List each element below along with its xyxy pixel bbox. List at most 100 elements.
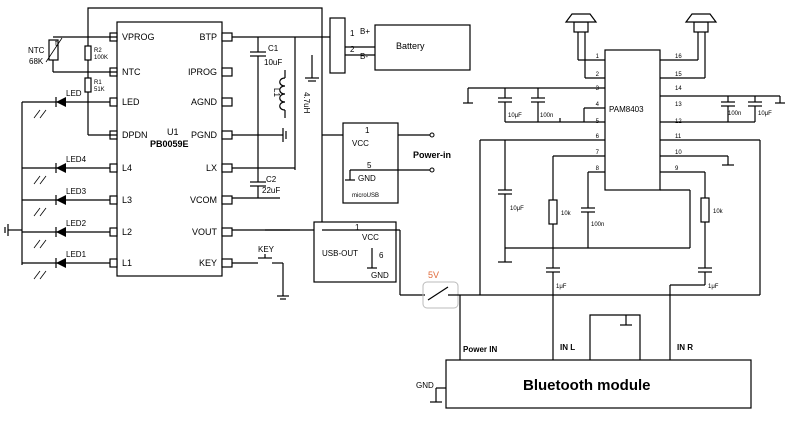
pam8403-body xyxy=(604,49,661,191)
microusb-pin5: 5 xyxy=(367,161,372,170)
bt-gnd: GND xyxy=(416,381,434,390)
usbout-vcc: VCC xyxy=(362,233,379,242)
bt-in-l: IN L xyxy=(560,343,575,352)
bt-in-r: IN R xyxy=(677,343,693,352)
battery-label: Battery xyxy=(396,41,425,51)
speaker-left xyxy=(564,13,605,79)
usbout-name: USB-OUT xyxy=(322,249,358,258)
pam-right-supply: 100n 10μF xyxy=(660,95,785,173)
pam8403-name: PAM8403 xyxy=(609,105,644,114)
r2-value: 100K xyxy=(94,55,108,61)
power-in-label: Power-in xyxy=(413,150,451,160)
led-diode xyxy=(56,97,66,107)
bt-name: Bluetooth module xyxy=(523,377,651,394)
microusb-pin1: 1 xyxy=(365,126,370,135)
led-led2: LED2 xyxy=(22,219,110,249)
top-rail-wire xyxy=(87,7,323,231)
u1-name: PB0059E xyxy=(150,139,189,149)
pam-pin-num: 7 xyxy=(596,150,600,156)
led-diode xyxy=(56,227,66,237)
c1-ref: C1 xyxy=(268,44,279,53)
u1-pin-stub xyxy=(221,227,233,237)
bluetooth-module: Bluetooth module Power IN IN L IN R GND xyxy=(416,343,752,409)
led-led1: LED1 xyxy=(22,250,110,280)
battery-pin1: 1 xyxy=(350,29,355,38)
battery-bplus: B+ xyxy=(360,27,370,36)
led-diode xyxy=(56,258,66,268)
pam-pin-num: 14 xyxy=(675,86,682,92)
c2-value: 22uF xyxy=(262,186,280,195)
cap-100n-left: 100n xyxy=(540,113,553,119)
r1-resistor xyxy=(84,77,92,93)
c1-value: 10uF xyxy=(264,58,282,67)
u1-pin-l4: L4 xyxy=(122,163,132,173)
u1-pin-stub xyxy=(221,195,233,205)
u1-pin-led: LED xyxy=(122,97,140,107)
u1-pin-stub xyxy=(221,32,233,42)
battery-box xyxy=(374,24,471,71)
pam-pin-num: 2 xyxy=(596,72,600,78)
pam-pin-num: 3 xyxy=(596,86,600,92)
ntc-value: 68K xyxy=(29,57,44,66)
vcc-terminal xyxy=(429,132,435,138)
ntc-t: t xyxy=(55,39,58,48)
pam-input-network: 10μF 10k 1μF 100n 10k 1μF xyxy=(479,139,761,360)
led-led3: LED3 xyxy=(22,187,110,217)
u1-pin-dpdn: DPDN xyxy=(122,130,148,140)
u1-pin-stub xyxy=(221,163,233,173)
ntc-network: R2 100K R1 51K NTC 68K t xyxy=(28,36,117,136)
usbout-pin6: 6 xyxy=(379,251,384,260)
key-label: KEY xyxy=(258,245,275,254)
res-10k-b: 10k xyxy=(713,209,724,215)
cap-100n-right: 100n xyxy=(728,111,741,117)
led-label: LED4 xyxy=(66,155,87,164)
led-diode xyxy=(56,163,66,173)
pam-pin-num: 15 xyxy=(675,72,682,78)
bt-audio-gnd xyxy=(589,314,641,360)
led-label: LED3 xyxy=(66,187,87,196)
cap-10uf-right: 10μF xyxy=(758,111,772,117)
u1-pin-btp: BTP xyxy=(199,32,217,42)
pam-left-supply: 10μF 100n xyxy=(463,87,605,123)
pam-pin-num: 16 xyxy=(675,54,682,60)
usbout-gnd: GND xyxy=(371,271,389,280)
microusb-connector: 1 VCC 5 GND microUSB Power-in xyxy=(342,122,451,204)
c1-capacitor: C1 10uF xyxy=(250,37,282,150)
u1-pin-stub xyxy=(109,227,118,237)
c2-capacitor: C2 22uF xyxy=(250,150,280,198)
microusb-box xyxy=(342,122,399,204)
battery-pin2: 2 xyxy=(350,45,355,54)
pam-pin-num: 6 xyxy=(596,134,600,140)
res-10k-a: 10k xyxy=(561,211,572,217)
r1-value: 51K xyxy=(94,87,105,93)
battery-wiring xyxy=(87,7,432,231)
u1-pin-key: KEY xyxy=(199,258,217,268)
pam-pin-num: 1 xyxy=(596,54,600,60)
u1-pin-agnd: AGND xyxy=(191,97,218,107)
pam-pin-num: 11 xyxy=(675,134,682,140)
resistor-10k-b xyxy=(700,197,710,223)
u1-pin-stub xyxy=(109,97,118,107)
pam-pin-num: 13 xyxy=(675,102,682,108)
u1-pin-l1: L1 xyxy=(122,258,132,268)
led-label: LED xyxy=(66,89,82,98)
battery-bminus: B- xyxy=(360,52,368,61)
cap-mid-100n: 100n xyxy=(591,222,604,228)
u1-ref: U1 xyxy=(167,127,179,137)
speaker-right xyxy=(660,13,718,79)
u1-pin-stub xyxy=(109,195,118,205)
microusb-gnd: GND xyxy=(358,174,376,183)
u1-pin-lx: LX xyxy=(206,163,217,173)
u1-pin-stub xyxy=(221,67,233,77)
pam-pin-num: 10 xyxy=(675,150,682,156)
usbout-pin1: 1 xyxy=(355,223,360,232)
u1-pin-stub xyxy=(109,163,118,173)
l1-value: 4.7uH xyxy=(302,92,311,114)
pam-pin-num: 4 xyxy=(596,102,600,108)
microusb-vcc: VCC xyxy=(352,139,369,148)
